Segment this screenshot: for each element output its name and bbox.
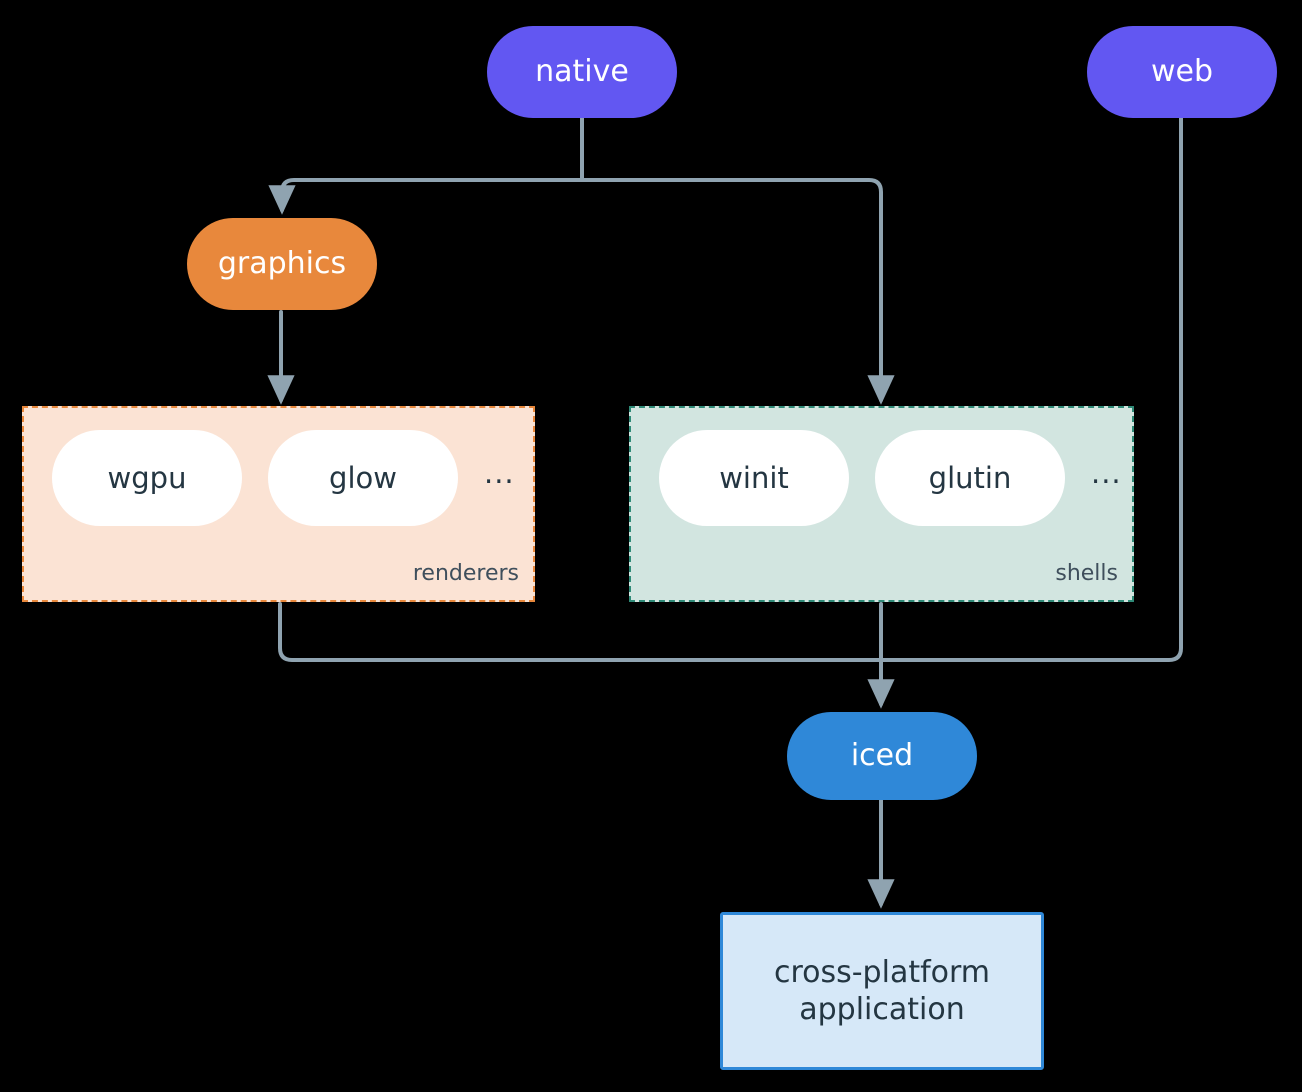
shells-more-ellipsis: ...: [1091, 456, 1122, 490]
group-shells-items: winit glutin ...: [631, 430, 1132, 526]
edge-native-to-graphics: [268, 178, 584, 215]
node-cross-platform-application[interactable]: cross-platform application: [720, 912, 1044, 1070]
chip-wgpu-label: wgpu: [107, 461, 187, 495]
edge-native-to-shells: [580, 178, 895, 405]
node-web[interactable]: web: [1087, 26, 1277, 118]
group-shells[interactable]: winit glutin ... shells: [629, 406, 1134, 602]
chip-glow[interactable]: glow: [268, 430, 458, 526]
renderers-more-ellipsis: ...: [484, 456, 515, 490]
chip-winit[interactable]: winit: [659, 430, 849, 526]
node-native[interactable]: native: [487, 26, 677, 118]
group-renderers-label: renderers: [412, 561, 519, 586]
node-application-label-line1: cross-platform: [773, 954, 991, 990]
node-iced-label: iced: [850, 738, 914, 774]
node-graphics-label: graphics: [217, 246, 347, 282]
chip-glutin-label: glutin: [928, 461, 1012, 495]
node-graphics[interactable]: graphics: [187, 218, 377, 310]
chip-glutin[interactable]: glutin: [875, 430, 1065, 526]
chip-winit-label: winit: [719, 461, 789, 495]
group-shells-label: shells: [1055, 561, 1118, 586]
group-renderers[interactable]: wgpu glow ... renderers: [22, 406, 535, 602]
chip-wgpu[interactable]: wgpu: [52, 430, 242, 526]
group-renderers-items: wgpu glow ...: [24, 430, 533, 526]
edge-renderers-to-bus: [278, 602, 883, 662]
node-iced[interactable]: iced: [787, 712, 977, 800]
chip-glow-label: glow: [329, 461, 397, 495]
node-web-label: web: [1150, 54, 1214, 90]
node-native-label: native: [535, 54, 629, 90]
node-application-label-line2: application: [799, 992, 965, 1027]
